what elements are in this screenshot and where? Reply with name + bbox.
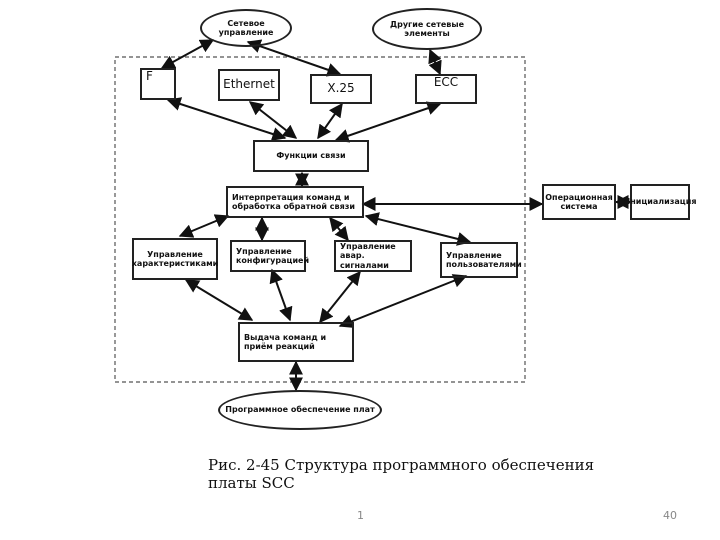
ecc-label: ECC: [433, 75, 459, 89]
board-software-node: Программное обеспечение плат: [218, 390, 382, 430]
alarm-mgmt-box: Управление авар. сигналами: [334, 240, 412, 272]
arrow-interp-char: [178, 214, 230, 238]
ethernet-label: Ethernet: [223, 77, 275, 92]
arrow-x25-link: [317, 102, 343, 140]
arrow-f-link: [166, 97, 287, 141]
network-management-label: Сетевое управление: [218, 18, 274, 37]
arrow-interp-user: [364, 212, 472, 246]
initialization-label: Инициализация: [623, 197, 697, 207]
page-number-right: 40: [663, 509, 677, 522]
arrow-eth-link: [248, 101, 298, 139]
configuration-mgmt-box: Управление конфигурацией: [230, 240, 310, 272]
page-number-left: 1: [357, 509, 364, 522]
arrow-alarm-cmd: [319, 270, 361, 324]
configuration-mgmt-label: Управление конфигурацией: [236, 246, 310, 265]
arrow-char-cmd: [184, 279, 254, 321]
arrow-other-ecc: [428, 48, 442, 76]
ethernet-box: Ethernet: [218, 69, 280, 101]
arrow-user-cmd: [338, 274, 468, 328]
arrow-config-cmd: [269, 268, 293, 322]
alarm-mgmt-label: Управление авар. сигналами: [340, 242, 396, 270]
interpretation-label: Интерпретация команд и обработка обратно…: [232, 192, 355, 211]
figure-caption: Рис. 2-45 Структура программного обеспеч…: [208, 456, 595, 492]
ecc-box: ECC: [415, 74, 477, 104]
f-interface-label: F: [146, 69, 153, 83]
arrow-netmgmt-x25: [246, 39, 342, 77]
arrow-ecc-link: [334, 101, 442, 143]
board-software-label: Программное обеспечение плат: [225, 405, 375, 415]
user-mgmt-box: Управление пользователями: [440, 242, 522, 278]
x25-label: X.25: [327, 81, 355, 96]
characteristics-mgmt-label: Управление характеристиками: [131, 249, 219, 268]
arrow-netmgmt-f: [160, 39, 215, 69]
other-network-elements-label: Другие сетевые элементы: [389, 19, 464, 38]
command-output-label: Выдача команд и приём реакций: [244, 332, 327, 351]
operating-system-label: Операционная система: [545, 192, 613, 211]
link-functions-label: Функции связи: [276, 151, 346, 161]
link-functions-box: Функции связи: [253, 140, 369, 172]
user-mgmt-label: Управление пользователями: [446, 250, 522, 269]
x25-box: X.25: [310, 74, 372, 104]
command-output-box: Выдача команд и приём реакций: [238, 322, 354, 362]
network-management-node: Сетевое управление: [200, 9, 292, 47]
operating-system-box: Операционная система: [542, 184, 616, 220]
interpretation-box: Интерпретация команд и обработка обратно…: [226, 186, 364, 218]
arrow-interp-alarm: [329, 216, 349, 242]
f-interface-box: F: [140, 68, 176, 100]
other-network-elements-node: Другие сетевые элементы: [372, 8, 482, 50]
characteristics-mgmt-box: Управление характеристиками: [132, 238, 218, 280]
initialization-box: Инициализация: [624, 184, 696, 220]
